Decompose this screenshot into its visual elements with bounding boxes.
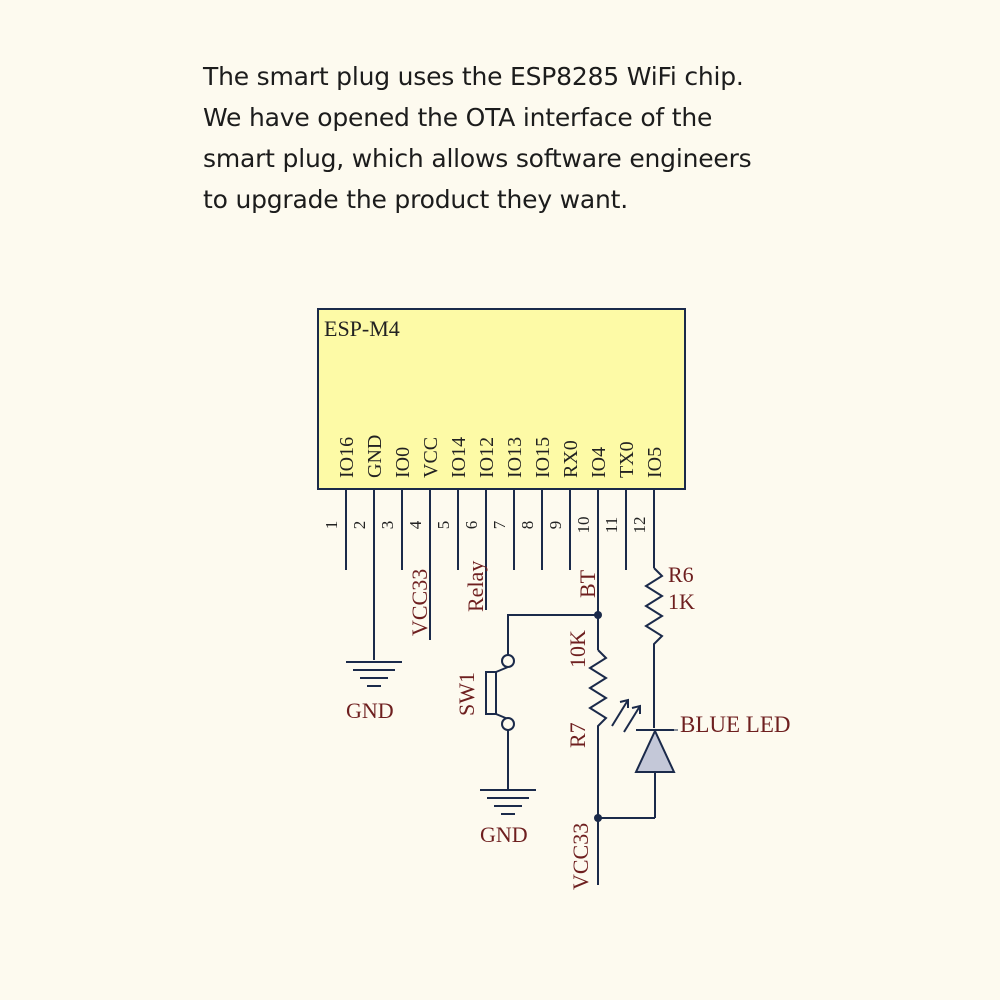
intro-line: smart plug, which allows software engine…	[203, 144, 752, 173]
led-diode	[634, 728, 676, 773]
r7-name: R7	[565, 722, 590, 748]
pin-label: IO14	[448, 437, 470, 478]
pin-label: GND	[364, 435, 386, 478]
r7-value: 10K	[565, 630, 590, 668]
pin-number: 2	[350, 521, 369, 530]
pin-number: 4	[406, 520, 425, 529]
intro-line: The smart plug uses the ESP8285 WiFi chi…	[203, 62, 744, 91]
pin-label: IO4	[588, 447, 610, 478]
switch-contact	[501, 717, 515, 731]
r6-value: 1K	[668, 589, 695, 614]
net-label-bt: BT	[575, 569, 600, 598]
pin-labels: IO16 GND IO0 VCC IO14 IO12 IO13 IO15 RX0…	[336, 435, 666, 478]
pin-number: 5	[434, 521, 453, 530]
gnd-label-switch: GND	[480, 822, 528, 847]
net-label-vcc33: VCC33	[407, 569, 432, 636]
switch-contact	[501, 654, 515, 668]
pin-label: IO5	[644, 447, 666, 478]
pin-label: IO15	[532, 437, 554, 478]
intro-text: The smart plug uses the ESP8285 WiFi chi…	[203, 56, 923, 220]
gnd-symbol-switch	[480, 789, 536, 815]
junction-dot	[594, 611, 602, 619]
pin-number: 8	[518, 521, 537, 530]
gnd-label-left: GND	[346, 698, 394, 723]
pin-label: RX0	[560, 440, 582, 478]
led-light-arrows	[611, 698, 641, 733]
pin-number: 12	[630, 517, 649, 534]
intro-line: to upgrade the product they want.	[203, 185, 629, 214]
intro-line: We have opened the OTA interface of the	[203, 103, 713, 132]
net-label-vcc33-bottom: VCC33	[568, 823, 593, 890]
pin-numbers: 1 2 3 4 5 6 7 8 9 10 11 12	[322, 517, 649, 534]
switch-button	[485, 671, 497, 715]
pin-number: 10	[574, 517, 593, 534]
r6-name: R6	[668, 562, 694, 587]
pin-number: 9	[546, 521, 565, 530]
pin-label: IO16	[336, 437, 358, 478]
pin-label: VCC	[420, 437, 442, 478]
pin-number: 11	[602, 517, 621, 533]
junction-dot	[594, 814, 602, 822]
r6-resistor	[644, 567, 664, 728]
switch-label: SW1	[454, 672, 479, 716]
r7-resistor	[588, 649, 608, 730]
pin-label: IO13	[504, 437, 526, 478]
chip-name: ESP-M4	[324, 316, 400, 341]
pin-number: 7	[490, 520, 509, 529]
net-label-relay: Relay	[463, 561, 488, 612]
pin-label: TX0	[616, 441, 638, 478]
pin-number: 6	[462, 521, 481, 530]
pin-label: IO12	[476, 437, 498, 478]
led-label: BLUE LED	[680, 712, 791, 737]
pin-label: IO0	[392, 447, 414, 478]
pin-number: 3	[378, 521, 397, 530]
pin-number: 1	[322, 521, 341, 530]
chip-body	[317, 308, 686, 490]
gnd-symbol-left	[346, 661, 402, 687]
